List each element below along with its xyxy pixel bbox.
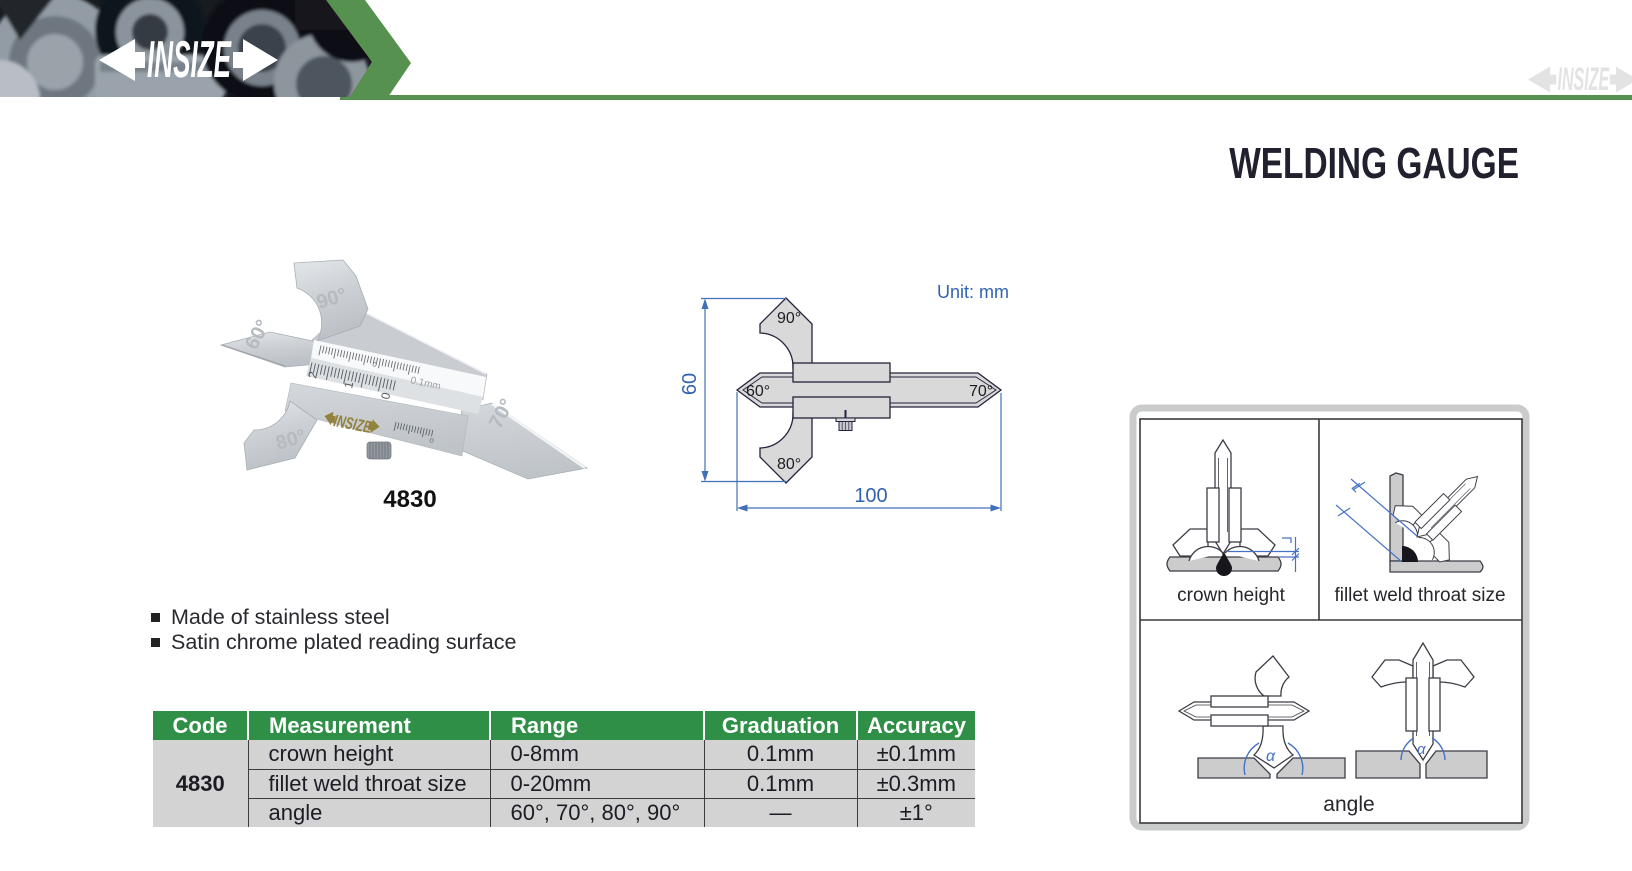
svg-text:2: 2 [305,370,320,380]
svg-text:INSIZE: INSIZE [147,31,232,89]
svg-text:Unit: mm: Unit: mm [937,282,1009,302]
svg-text:α: α [1417,741,1426,758]
svg-text:100: 100 [854,485,887,507]
svg-text:crown height: crown height [1177,585,1285,606]
svg-text:INSIZE: INSIZE [1558,61,1610,97]
svg-text:1: 1 [341,380,356,390]
svg-text:60°: 60° [746,383,770,400]
svg-text:α: α [1266,748,1276,765]
svg-text:80°: 80° [777,456,801,473]
svg-text:o: o [372,359,379,369]
svg-text:60: 60 [680,373,701,395]
svg-text:o: o [429,435,436,445]
svg-text:0: 0 [378,391,393,401]
svg-text:angle: angle [1323,793,1374,816]
svg-text:90°: 90° [777,310,801,327]
svg-text:70°: 70° [969,383,993,400]
svg-text:fillet weld throat size: fillet weld throat size [1334,585,1505,606]
